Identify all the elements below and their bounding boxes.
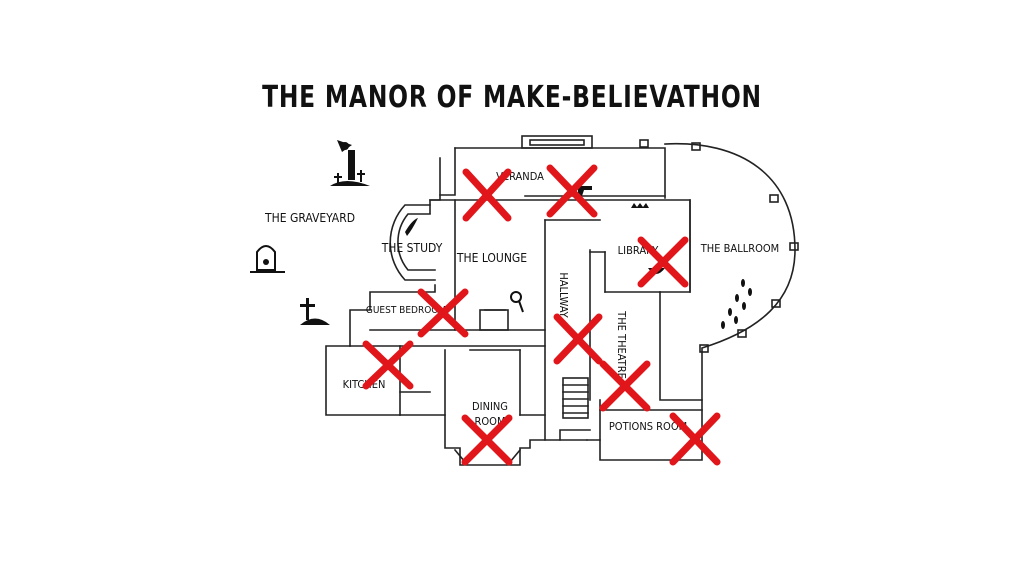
cross-library <box>637 236 689 288</box>
label-study: THE STUDY <box>381 241 443 255</box>
staircase <box>562 377 589 419</box>
cross-kitchen <box>362 340 414 390</box>
label-dining-line1: DINING <box>472 400 508 413</box>
label-guest-bedroom: GUEST BEDROOM <box>366 305 446 316</box>
study-wall <box>389 204 436 281</box>
veranda-bench <box>521 135 593 149</box>
crown-icon <box>631 203 649 208</box>
ballroom-wall <box>664 142 796 401</box>
pistol-icon <box>578 186 592 196</box>
footprints-icon <box>721 279 752 329</box>
label-lounge: THE LOUNGE <box>456 251 527 265</box>
magnifying-glass-icon <box>510 291 524 313</box>
cross-hallway <box>553 313 603 365</box>
label-ballroom: THE BALLROOM <box>700 242 779 255</box>
outer-wall <box>429 157 441 214</box>
label-theatre: THE THEATRE <box>615 310 628 379</box>
cross-guest-bedroom <box>417 288 469 338</box>
tombstone-icon <box>250 245 285 273</box>
grave-cross-icon <box>300 298 330 325</box>
quill-icon <box>405 218 418 236</box>
label-graveyard: THE GRAVEYARD <box>264 211 355 225</box>
cross-veranda-right <box>546 164 598 218</box>
cross-dining-room <box>461 414 513 466</box>
label-potions-room: POTIONS ROOM <box>609 420 687 433</box>
map-title: THE MANOR OF MAKE-BELIEVATHON <box>262 80 762 115</box>
cross-potions-room <box>669 412 721 466</box>
label-hallway: HALLWAY <box>557 272 570 318</box>
zombie-hand-icon <box>330 140 370 186</box>
cross-veranda-left <box>462 168 512 222</box>
cross-theatre <box>599 360 651 412</box>
